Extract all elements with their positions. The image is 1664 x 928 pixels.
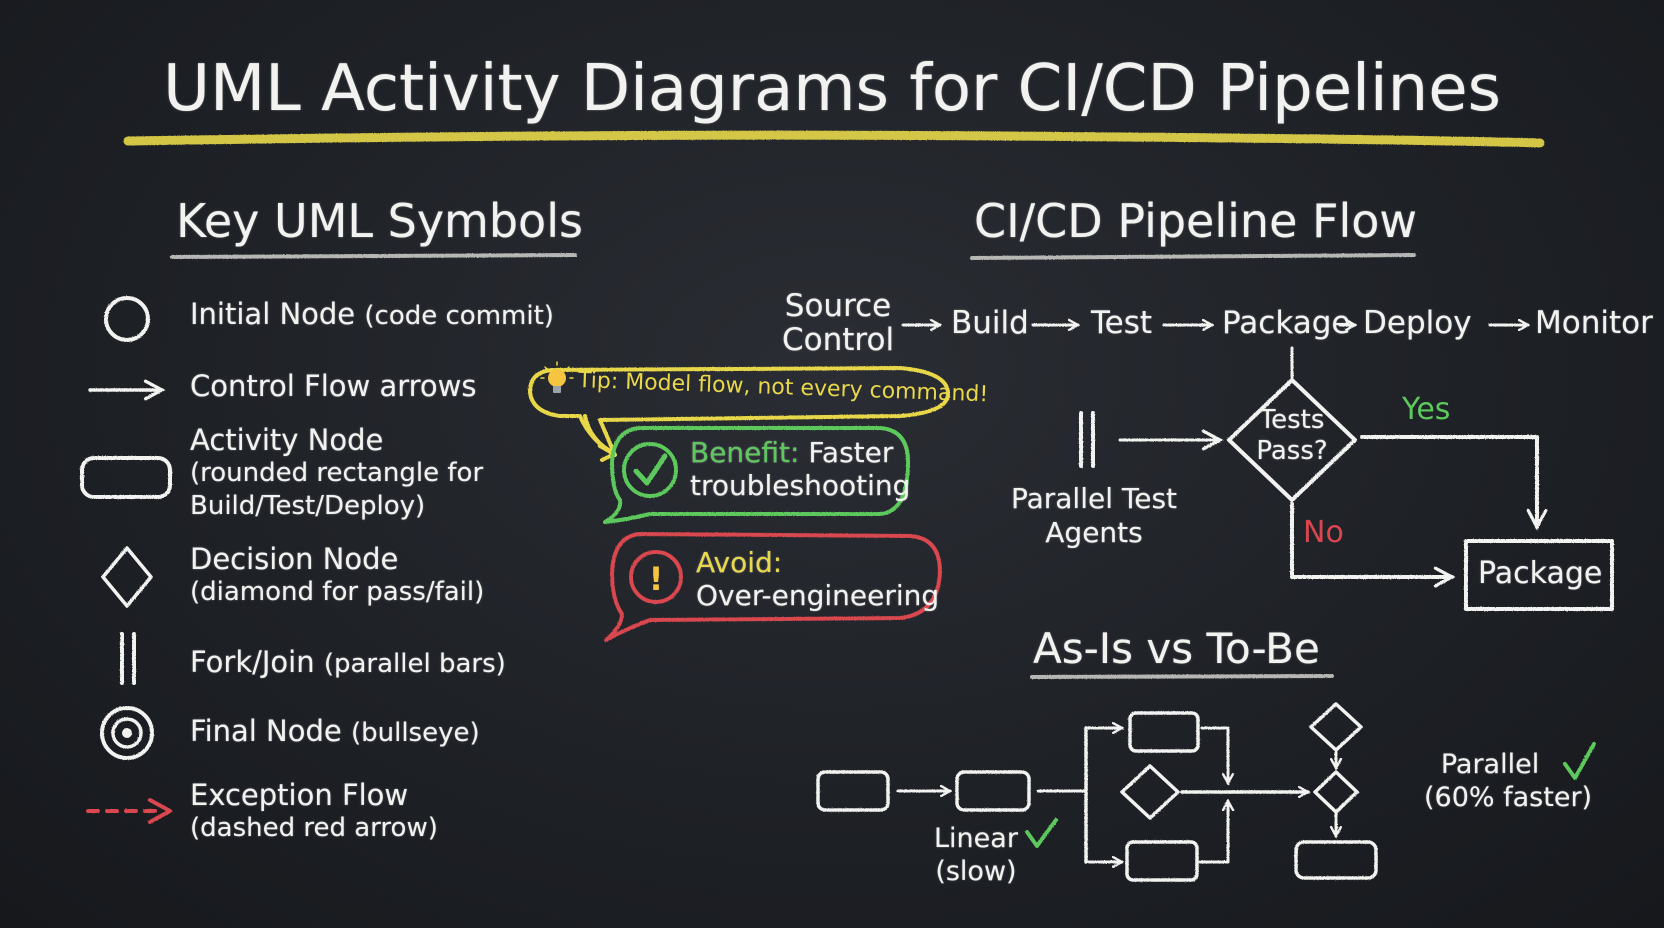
lightbulb-icon — [540, 361, 574, 393]
parallel-label: Parallel (60% faster) — [1424, 748, 1592, 814]
stage-source-line2: Control — [782, 322, 895, 358]
tobe-diamond-top — [1309, 702, 1363, 752]
legend-detail: (rounded rectangle for — [190, 458, 484, 488]
legend-item-exception-flow: Exception Flow (dashed red arrow) — [190, 779, 438, 845]
join-from-bottom — [1198, 801, 1228, 864]
parallel-decision-mid — [1120, 764, 1180, 820]
legend-item-final-node: Final Node (bullseye) — [190, 715, 480, 750]
initial-node-icon — [104, 296, 150, 342]
benefit-text-2: troubleshooting — [690, 469, 911, 502]
parallel-node-bottom — [1125, 840, 1199, 882]
parallel-node-top — [1128, 711, 1200, 753]
parallel-label-text: Parallel — [1440, 749, 1540, 780]
linear-checkmark-icon — [1025, 818, 1058, 848]
benefit-bubble — [603, 426, 910, 524]
legend-label: Initial Node — [190, 297, 356, 331]
arrow-yes-path — [1360, 435, 1537, 527]
legend-detail: (parallel bars) — [323, 649, 506, 679]
pipeline-heading: CI/CD Pipeline Flow — [974, 194, 1417, 248]
benefit-text: Benefit: Faster troubleshooting — [690, 436, 910, 502]
decision-line1: Tests — [1259, 405, 1325, 435]
legend-item-decision-node: Decision Node (diamond for pass/fail) — [190, 543, 484, 609]
linear-node-1 — [816, 770, 890, 812]
legend-detail: (bullseye) — [350, 718, 480, 748]
parallel-label-line1: Parallel Test — [1010, 482, 1178, 515]
parallel-label-line2: Agents — [1045, 516, 1143, 549]
decision-label: Tests Pass? — [1252, 405, 1332, 467]
legend-label: Final Node — [190, 714, 342, 748]
legend-item-activity-node: Activity Node (rounded rectangle for Bui… — [190, 424, 483, 523]
legend-detail-2: Build/Test/Deploy) — [190, 491, 426, 521]
tobe-final-node — [1294, 840, 1378, 880]
stage-build: Build — [951, 305, 1029, 341]
legend-label: Exception Flow — [190, 778, 409, 812]
linear-label: Linear (slow) — [934, 822, 1018, 888]
title-underline — [123, 130, 1545, 148]
tobe-diamond-mid — [1313, 770, 1359, 814]
no-label: No — [1303, 515, 1344, 550]
arrow-no-path — [1290, 502, 1452, 577]
benefit-text-1: Faster — [808, 436, 894, 469]
package-box — [1464, 539, 1614, 611]
comparison-heading-underline — [1030, 674, 1334, 679]
exclamation-glyph: ! — [649, 560, 664, 598]
legend-detail: (diamond for pass/fail) — [190, 577, 485, 607]
exclamation-circle-icon — [629, 550, 683, 604]
legend-label: Fork/Join — [190, 645, 315, 679]
linear-node-2 — [955, 770, 1031, 812]
benefit-label: Benefit: — [690, 436, 800, 469]
legend-detail: (dashed red arrow) — [190, 813, 438, 843]
package-box-label: Package — [1478, 556, 1603, 591]
decision-diamond — [1227, 378, 1357, 502]
legend-label: Activity Node — [190, 423, 384, 457]
legend-label: Decision Node — [190, 542, 399, 576]
stage-package: Package — [1222, 305, 1351, 341]
legend-item-initial-node: Initial Node (code commit) — [190, 298, 554, 333]
activity-node-icon — [80, 456, 172, 499]
legend-item-control-flow: Control Flow arrows — [190, 370, 477, 403]
avoid-text: Avoid: Over-engineering — [696, 546, 939, 612]
pipeline-heading-underline — [970, 253, 1416, 260]
legend-heading-underline — [170, 253, 577, 259]
avoid-label: Avoid: — [696, 546, 783, 579]
stage-source-line1: Source — [784, 288, 892, 324]
stage-deploy: Deploy — [1363, 305, 1472, 341]
parallel-sub-text: (60% faster) — [1424, 782, 1593, 813]
final-node-icon — [100, 706, 154, 760]
legend-heading: Key UML Symbols — [176, 194, 583, 248]
avoid-bubble — [604, 532, 942, 642]
legend-detail: (code commit) — [364, 301, 554, 331]
comparison-heading: As-Is vs To-Be — [1033, 624, 1320, 673]
parallel-checkmark-icon — [1563, 742, 1596, 780]
linear-sub-text: (slow) — [935, 856, 1017, 887]
parallel-test-agents-label: Parallel Test Agents — [1008, 482, 1180, 550]
join-from-top — [1200, 726, 1228, 783]
exception-flow-icon — [86, 798, 172, 824]
legend-label: Control Flow arrows — [190, 369, 477, 403]
avoid-text-1: Over-engineering — [696, 579, 940, 612]
main-title: UML Activity Diagrams for CI/CD Pipeline… — [163, 52, 1501, 126]
stage-source-control: Source Control — [782, 289, 894, 357]
decision-node-icon — [101, 546, 153, 608]
decision-line2: Pass? — [1256, 436, 1328, 466]
legend-item-fork-join: Fork/Join (parallel bars) — [190, 646, 506, 681]
stage-test: Test — [1091, 305, 1153, 341]
yes-label: Yes — [1402, 392, 1451, 427]
checkmark-circle-icon — [622, 442, 678, 498]
stage-monitor: Monitor — [1535, 305, 1653, 341]
linear-label-text: Linear — [934, 823, 1018, 854]
